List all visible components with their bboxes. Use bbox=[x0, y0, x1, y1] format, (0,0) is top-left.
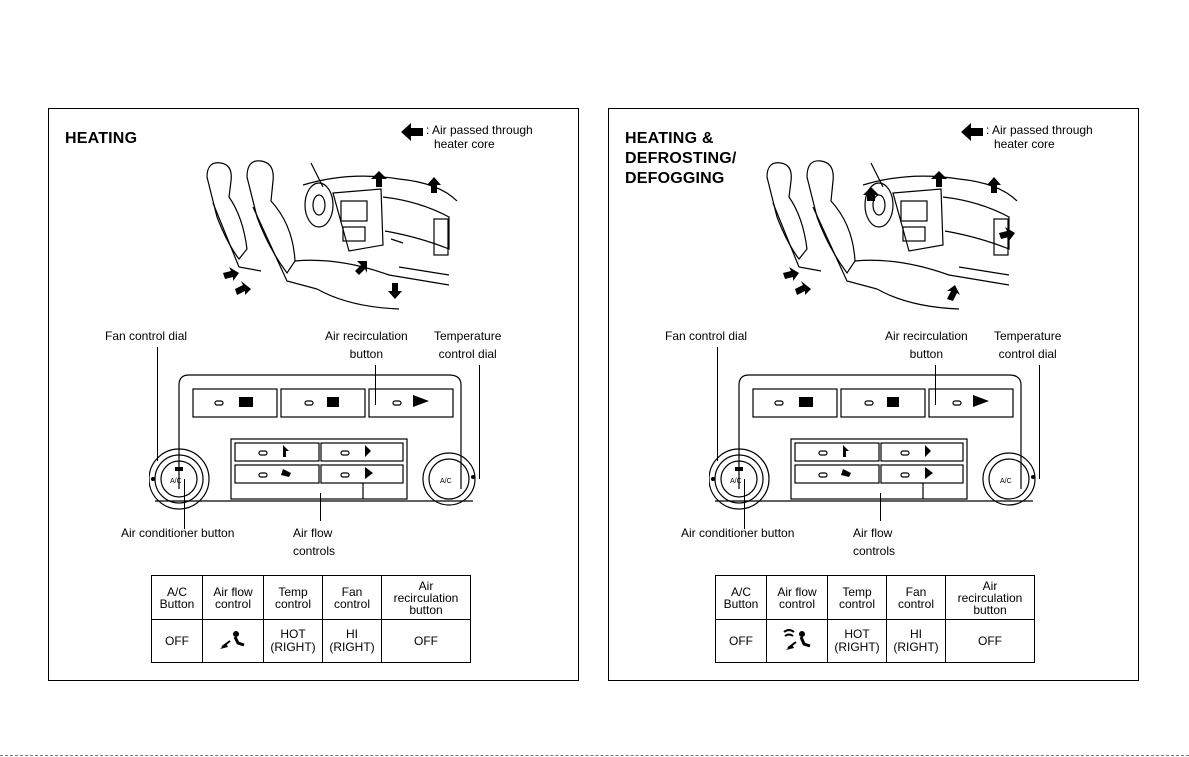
legend-text: : Air passed through heater core bbox=[986, 123, 1093, 151]
vent-icon bbox=[843, 445, 849, 457]
vehicle-interior-illustration bbox=[206, 160, 458, 310]
floor-defrost-vent-icon bbox=[783, 628, 811, 650]
air-flow-controls-label: Air flow controls bbox=[853, 526, 896, 558]
air-flow-leader-line bbox=[320, 493, 321, 521]
panel-title: HEATING & DEFROSTING/ DEFOGGING bbox=[625, 130, 737, 187]
panel-title: HEATING bbox=[65, 130, 138, 147]
heater-air-arrow-icon bbox=[401, 123, 423, 141]
floor-icon bbox=[281, 469, 291, 477]
temp-dial-leader-line bbox=[1039, 365, 1040, 479]
table-cell: OFF bbox=[151, 619, 203, 663]
defrost-floor-icon bbox=[365, 445, 371, 457]
temp-dial-leader-line bbox=[479, 365, 480, 479]
air-recirculation-button[interactable] bbox=[368, 388, 454, 418]
floor-mode-button[interactable] bbox=[794, 464, 880, 484]
legend-text: : Air passed through heater core bbox=[426, 123, 533, 151]
ac-button-text: A/C bbox=[170, 478, 182, 485]
heating-panel: HEATING : Air passed through heater core bbox=[48, 108, 579, 681]
air-flow-leader-line bbox=[880, 493, 881, 521]
table-row: OFF HOT(RIGHT) HI(RIGHT) OFF bbox=[151, 619, 471, 663]
bi-level-mode-button[interactable] bbox=[880, 464, 964, 484]
rear-defrost-icon bbox=[327, 397, 339, 407]
table-cell bbox=[202, 619, 264, 663]
vent-mode-button[interactable] bbox=[794, 442, 880, 462]
temperature-control-dial[interactable] bbox=[982, 452, 1036, 506]
air-recirculation-button-label: Air recirculation button bbox=[325, 329, 408, 361]
climate-control-panel: A/C A/C bbox=[149, 374, 476, 510]
recirculation-icon bbox=[413, 395, 429, 407]
temperature-control-dial-label: Temperature control dial bbox=[994, 329, 1062, 361]
fan-dial-leader-line bbox=[717, 347, 718, 461]
heating-defrosting-panel: HEATING & DEFROSTING/ DEFOGGING : Air pa… bbox=[608, 108, 1139, 681]
temperature-control-dial-label: Temperature control dial bbox=[434, 329, 502, 361]
defrost-floor-icon bbox=[925, 445, 931, 457]
recirc-leader-line bbox=[375, 365, 376, 405]
temp-dial-text: A/C bbox=[1000, 478, 1012, 485]
fan-control-dial-label: Fan control dial bbox=[665, 329, 748, 343]
air-flow-controls-label: Air flow controls bbox=[293, 526, 336, 558]
defrost-floor-mode-button[interactable] bbox=[880, 442, 964, 462]
temp-dial-text: A/C bbox=[440, 478, 452, 485]
climate-control-panel: A/C A/C bbox=[709, 374, 1036, 510]
table-cell: HI(RIGHT) bbox=[886, 619, 946, 663]
rear-defroster-button[interactable] bbox=[280, 388, 366, 418]
floor-icon bbox=[841, 469, 851, 477]
heater-air-arrow-icon bbox=[961, 123, 983, 141]
ac-button-leader-line bbox=[184, 479, 185, 529]
floor-vent-icon bbox=[220, 630, 245, 649]
vent-icon bbox=[283, 445, 289, 457]
defrost-icon bbox=[239, 397, 253, 407]
page-bottom-rule bbox=[0, 755, 1189, 756]
fan-control-dial-label: Fan control dial bbox=[105, 329, 188, 343]
table-cell: HI(RIGHT) bbox=[322, 619, 382, 663]
air-conditioner-button-label: Air conditioner button bbox=[121, 526, 235, 540]
bi-level-icon bbox=[365, 467, 373, 479]
ac-button-text: A/C bbox=[730, 478, 742, 485]
bi-level-icon bbox=[925, 467, 933, 479]
table-cell bbox=[766, 619, 828, 663]
table-cell: OFF bbox=[945, 619, 1035, 663]
legend: : Air passed through heater core bbox=[961, 123, 1093, 151]
fan-dial-leader-line bbox=[157, 347, 158, 461]
air-conditioner-button-label: Air conditioner button bbox=[681, 526, 795, 540]
front-defroster-button[interactable] bbox=[192, 388, 278, 418]
rear-defroster-button[interactable] bbox=[840, 388, 926, 418]
air-conditioner-button[interactable] bbox=[720, 460, 758, 498]
temperature-control-dial[interactable] bbox=[422, 452, 476, 506]
air-conditioner-button[interactable] bbox=[160, 460, 198, 498]
front-defroster-button[interactable] bbox=[752, 388, 838, 418]
vent-mode-button[interactable] bbox=[234, 442, 320, 462]
defrost-icon bbox=[799, 397, 813, 407]
recirc-leader-line bbox=[935, 365, 936, 405]
recirculation-icon bbox=[973, 395, 989, 407]
air-recirculation-button-label: Air recirculation button bbox=[885, 329, 968, 361]
vehicle-interior-illustration bbox=[766, 160, 1018, 310]
defrost-floor-mode-button[interactable] bbox=[320, 442, 404, 462]
floor-mode-button[interactable] bbox=[234, 464, 320, 484]
legend: : Air passed through heater core bbox=[401, 123, 533, 151]
table-cell: HOT(RIGHT) bbox=[263, 619, 323, 663]
ac-button-leader-line bbox=[744, 479, 745, 529]
table-cell: OFF bbox=[715, 619, 767, 663]
table-row: OFF HOT(RIGHT) HI(RIGHT) OFF bbox=[715, 619, 1035, 663]
table-cell: OFF bbox=[381, 619, 471, 663]
air-recirculation-button[interactable] bbox=[928, 388, 1014, 418]
bi-level-mode-button[interactable] bbox=[320, 464, 404, 484]
table-cell: HOT(RIGHT) bbox=[827, 619, 887, 663]
rear-defrost-icon bbox=[887, 397, 899, 407]
